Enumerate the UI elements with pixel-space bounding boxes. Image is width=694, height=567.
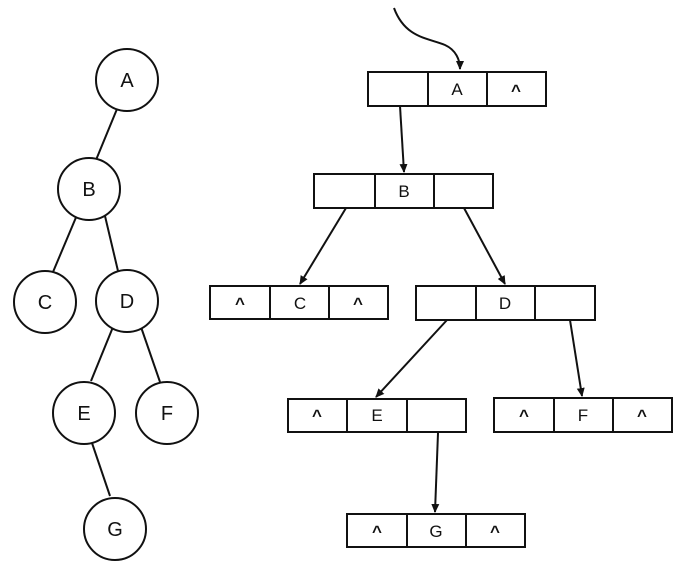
tree-edge-e-g [91, 442, 111, 497]
tree-node-circle [52, 381, 116, 445]
tree-node-circle [95, 269, 159, 333]
record-data-label: C [294, 294, 306, 313]
tree-edge-a-b [95, 108, 118, 161]
record-data-label: E [371, 406, 382, 425]
record-data-cell [406, 513, 467, 548]
tree-node-label: E [77, 403, 90, 425]
tree-node-circle [135, 381, 199, 445]
tree-node-c: C [13, 270, 77, 334]
record-data-label: B [398, 182, 409, 201]
record-data-cell [346, 398, 408, 433]
record-b: B [313, 173, 494, 209]
record-left-null: ^ [519, 406, 529, 425]
tree-node-e: E [52, 381, 116, 445]
tree-node-b: B [57, 157, 121, 221]
record-e: ^ E [287, 398, 467, 433]
record-left-cell [415, 285, 477, 321]
record-right-null: ^ [490, 522, 500, 541]
record-data-cell [475, 285, 536, 321]
tree-node-label: D [120, 291, 134, 313]
tree-node-g: G [83, 497, 147, 561]
record-data-cell [374, 173, 435, 209]
record-left-null: ^ [372, 522, 382, 541]
tree-node-d: D [95, 269, 159, 333]
tree-node-a: A [95, 48, 159, 112]
record-a: A ^ [367, 71, 547, 107]
record-left-cell [367, 71, 429, 107]
tree-edge-b-d [104, 215, 119, 272]
tree-edges [52, 108, 161, 497]
pointer-d-right-to-f [569, 319, 585, 397]
record-right-cell [328, 285, 389, 320]
root-pointer-arrow [393, 7, 464, 70]
linked-view: A ^ B ^ C ^ D [209, 7, 673, 548]
record-right-cell [433, 173, 494, 209]
record-right-null: ^ [353, 294, 363, 313]
record-right-cell [612, 397, 673, 433]
record-data-cell [427, 71, 488, 107]
record-c: ^ C ^ [209, 285, 389, 320]
record-data-label: G [429, 522, 442, 541]
pointer-d-left-to-e [375, 319, 448, 398]
record-right-cell [534, 285, 596, 321]
pointer-a-left-to-b [399, 105, 408, 173]
tree-node-circle [57, 157, 121, 221]
record-data-cell [269, 285, 330, 320]
tree-edge-d-f [140, 326, 161, 383]
record-data-label: F [578, 406, 588, 425]
tree-node-label: A [120, 70, 134, 92]
record-left-null: ^ [235, 294, 245, 313]
record-left-null: ^ [312, 406, 322, 425]
record-right-null: ^ [511, 81, 521, 100]
record-left-cell [346, 513, 408, 548]
pointer-b-left-to-c [299, 207, 347, 285]
record-d: D [415, 285, 596, 321]
tree-node-label: C [38, 292, 52, 314]
record-left-cell [313, 173, 376, 209]
tree-node-f: F [135, 381, 199, 445]
record-data-cell [553, 397, 614, 433]
tree-node-label: B [82, 179, 95, 201]
tree-node-circle [13, 270, 77, 334]
tree-view: A B C D E F G [13, 48, 199, 561]
record-data-label: D [499, 294, 511, 313]
record-right-cell [486, 71, 547, 107]
record-data-label: A [451, 80, 463, 99]
tree-node-label: F [161, 403, 173, 425]
pointer-e-right-to-g [431, 432, 440, 513]
record-left-cell [493, 397, 555, 433]
tree-node-label: G [107, 519, 123, 541]
pointer-b-right-to-d [463, 207, 506, 285]
record-right-null: ^ [637, 406, 647, 425]
record-g: ^ G ^ [346, 513, 526, 548]
tree-edge-b-c [52, 214, 78, 273]
record-left-cell [287, 398, 348, 433]
record-f: ^ F ^ [493, 397, 673, 433]
tree-node-circle [83, 497, 147, 561]
tree-node-circle [95, 48, 159, 112]
pointer-arrows [299, 7, 585, 513]
record-right-cell [465, 513, 526, 548]
tree-edge-d-e [90, 326, 114, 382]
record-right-cell [406, 398, 467, 433]
